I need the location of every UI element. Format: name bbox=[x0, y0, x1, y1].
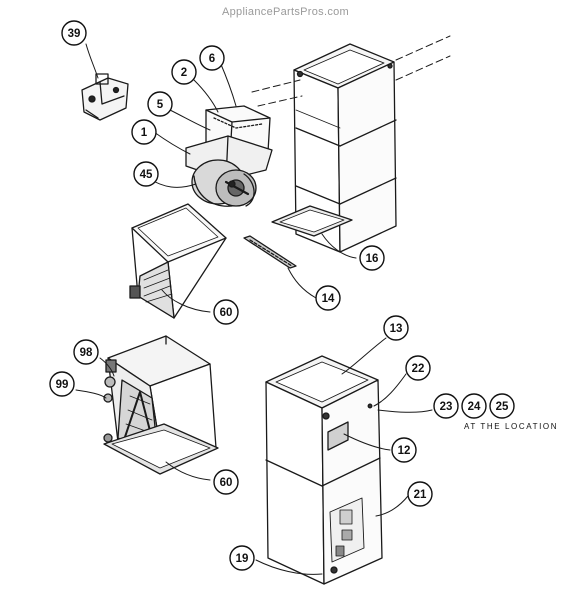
svg-text:99: 99 bbox=[56, 379, 69, 391]
location-note: AT THE LOCATION bbox=[464, 422, 559, 431]
callout-24: 24 bbox=[462, 394, 486, 418]
callout-60-lower: 60 bbox=[214, 470, 238, 494]
callout-1: 1 bbox=[132, 120, 156, 144]
svg-text:16: 16 bbox=[366, 253, 379, 265]
bracket-part-39 bbox=[82, 74, 128, 120]
callouts: 39 2 6 5 1 45 16 14 60 13 98 22 99 23 24… bbox=[50, 21, 514, 570]
callout-5: 5 bbox=[148, 92, 172, 116]
callout-98: 98 bbox=[74, 340, 98, 364]
svg-text:19: 19 bbox=[236, 553, 249, 565]
callout-23: 23 bbox=[434, 394, 458, 418]
svg-text:2: 2 bbox=[181, 67, 187, 79]
svg-text:98: 98 bbox=[80, 347, 93, 359]
svg-text:25: 25 bbox=[496, 401, 509, 413]
lower-coil-part-60 bbox=[104, 336, 218, 474]
upper-coil-part-60 bbox=[130, 204, 226, 318]
watermark: AppliancePartsPros.com bbox=[221, 6, 350, 18]
callout-6: 6 bbox=[200, 46, 224, 70]
callout-19: 19 bbox=[230, 546, 254, 570]
svg-text:39: 39 bbox=[68, 28, 81, 40]
svg-text:22: 22 bbox=[412, 363, 425, 375]
svg-text:23: 23 bbox=[440, 401, 453, 413]
callout-45: 45 bbox=[134, 162, 158, 186]
upper-cabinet bbox=[252, 36, 450, 252]
callout-14: 14 bbox=[316, 286, 340, 310]
callout-99: 99 bbox=[50, 372, 74, 396]
callout-22: 22 bbox=[406, 356, 430, 380]
svg-text:14: 14 bbox=[322, 293, 335, 305]
svg-text:6: 6 bbox=[209, 53, 215, 65]
callout-13: 13 bbox=[384, 316, 408, 340]
callout-25: 25 bbox=[490, 394, 514, 418]
callout-21: 21 bbox=[408, 482, 432, 506]
svg-text:60: 60 bbox=[220, 477, 233, 489]
callout-2: 2 bbox=[172, 60, 196, 84]
svg-text:24: 24 bbox=[468, 401, 481, 413]
svg-text:12: 12 bbox=[398, 445, 411, 457]
blower-assembly bbox=[186, 106, 272, 206]
svg-text:60: 60 bbox=[220, 307, 233, 319]
svg-text:1: 1 bbox=[141, 127, 148, 139]
svg-text:13: 13 bbox=[390, 323, 403, 335]
callout-39: 39 bbox=[62, 21, 86, 45]
svg-text:5: 5 bbox=[157, 99, 164, 111]
callout-16: 16 bbox=[360, 246, 384, 270]
svg-text:21: 21 bbox=[414, 489, 427, 501]
callout-12: 12 bbox=[392, 438, 416, 462]
rail-part-14 bbox=[244, 236, 296, 268]
lower-cabinet bbox=[266, 356, 382, 584]
svg-text:45: 45 bbox=[140, 169, 153, 181]
callout-60-upper: 60 bbox=[214, 300, 238, 324]
